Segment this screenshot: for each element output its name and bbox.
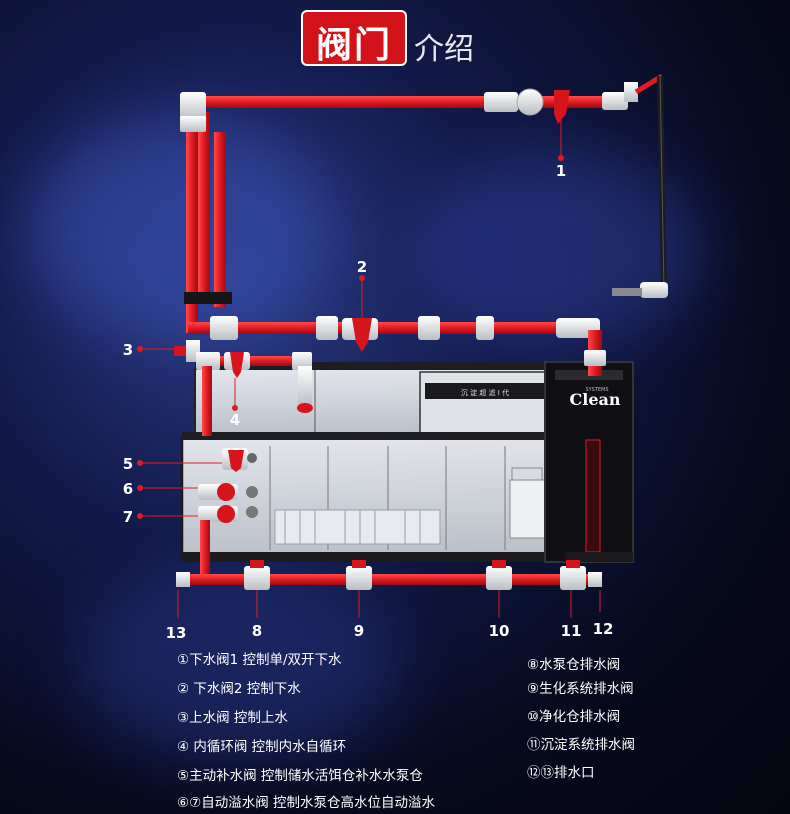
brand-sub: SYSTEMS bbox=[585, 387, 608, 393]
valve-6 bbox=[198, 483, 258, 501]
callout-10: 10 bbox=[488, 622, 510, 640]
title-badge: 阀门 bbox=[301, 10, 407, 66]
callout-5: 5 bbox=[122, 455, 134, 473]
brand-name: Clean bbox=[570, 390, 621, 409]
valve-5 bbox=[222, 448, 257, 472]
legend-item: ⑨生化系统排水阀 bbox=[527, 681, 634, 697]
drain-pipe bbox=[176, 560, 602, 590]
title-rest: 介绍 bbox=[414, 32, 474, 67]
legend-item: ② 下水阀2 控制下水 bbox=[177, 681, 301, 697]
circulation-pipe bbox=[196, 352, 313, 436]
legend-item: ⑤主动补水阀 控制储水活饵仓补水水泵仓 bbox=[177, 768, 423, 784]
callout-6: 6 bbox=[122, 480, 134, 498]
leader-lines bbox=[137, 120, 564, 519]
title-highlight: 阀门 bbox=[315, 25, 392, 66]
legend-item: ⑥⑦自动溢水阀 控制水泵仓高水位自动溢水 bbox=[177, 795, 435, 811]
legend-item: ⑧水泵仓排水阀 bbox=[527, 657, 621, 673]
pipe-clamp bbox=[184, 292, 232, 304]
page-title: 阀门 介绍 bbox=[0, 10, 790, 67]
top-return-pipe bbox=[180, 73, 668, 333]
callout-2: 2 bbox=[356, 258, 368, 276]
panel-label: 沉 淀 超 滤 Ⅰ 代 bbox=[461, 388, 509, 397]
background-haze bbox=[30, 120, 330, 340]
drain-leaders bbox=[177, 590, 601, 618]
callout-9: 9 bbox=[353, 622, 365, 640]
mid-pipe bbox=[188, 316, 606, 376]
valve-7 bbox=[198, 505, 258, 578]
legend-item: ③上水阀 控制上水 bbox=[177, 710, 288, 726]
callout-7: 7 bbox=[122, 508, 134, 526]
callout-11: 11 bbox=[560, 622, 582, 640]
callout-4: 4 bbox=[229, 411, 241, 429]
background-haze bbox=[80, 560, 400, 760]
callout-12: 12 bbox=[592, 620, 614, 638]
clean-cabinet: Clean SYSTEMS bbox=[544, 361, 634, 563]
legend-item: ④ 内循环阀 控制内水自循环 bbox=[177, 739, 347, 755]
callout-1: 1 bbox=[555, 162, 567, 180]
callout-13: 13 bbox=[165, 624, 187, 642]
callout-8: 8 bbox=[251, 622, 263, 640]
upper-tank: 沉 淀 超 滤 Ⅰ 代 bbox=[194, 362, 556, 437]
callout-3: 3 bbox=[122, 341, 134, 359]
legend-item: ⑫⑬排水口 bbox=[527, 765, 595, 781]
legend-item: ⑪沉淀系统排水阀 bbox=[527, 737, 635, 753]
legend-item: ⑩净化仓排水阀 bbox=[527, 709, 621, 725]
background-haze bbox=[420, 150, 700, 350]
legend-item: ①下水阀1 控制单/双开下水 bbox=[177, 652, 342, 668]
